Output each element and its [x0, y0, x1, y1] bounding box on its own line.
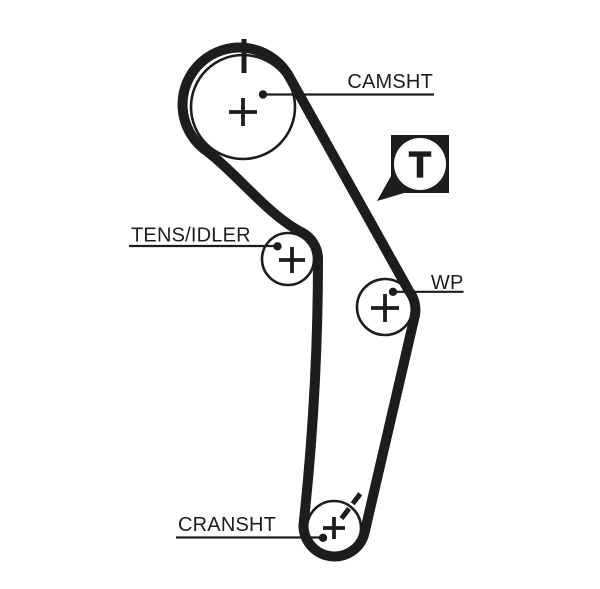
crankshaft-timing-mark — [339, 491, 363, 521]
camshaft-leader-dot — [258, 90, 268, 99]
timing-badge-circle — [394, 138, 446, 190]
water-pump-label: WP — [431, 272, 464, 294]
timing-badge: T — [377, 135, 449, 201]
camshaft-label: CAMSHT — [347, 71, 433, 93]
tensioner-leader-dot — [273, 242, 282, 251]
camshaft-center-mark — [229, 98, 257, 126]
crankshaft-center-mark — [323, 517, 345, 539]
tensioner-label: TENS/IDLER — [131, 225, 251, 247]
timing-badge-letter: T — [409, 144, 431, 185]
tensioner-center-mark — [279, 247, 305, 273]
water-pump-center-mark — [371, 294, 399, 322]
water-pump-leader-dot — [388, 287, 398, 296]
crankshaft-leader-dot — [318, 533, 328, 542]
timing-badge-pointer — [377, 176, 404, 201]
timing-belt — [177, 42, 421, 562]
crankshaft-label: CRANSHT — [178, 514, 276, 536]
